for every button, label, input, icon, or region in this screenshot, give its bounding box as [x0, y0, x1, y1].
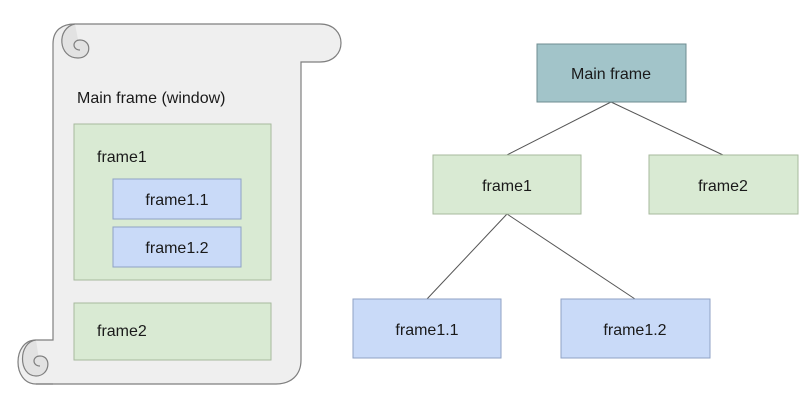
tree-node-frame1-2-label: frame1.2: [603, 322, 666, 339]
window-frame1-1-box: [112, 178, 242, 220]
window-frame1-1-label: frame1.1: [145, 192, 208, 209]
tree-edge-frame1-frame1-2: [506, 213, 636, 300]
tree-node-frame1-2: [560, 298, 711, 359]
frame-tree: Main frame frame1 frame2 frame1.1 frame1…: [352, 43, 799, 359]
tree-node-main-frame: [536, 43, 687, 103]
window-illustration: Main frame (window) frame1 frame1.1 fram…: [17, 23, 342, 385]
scroll-bottom-curl: [22, 339, 49, 377]
tree-node-frame2: [648, 154, 799, 215]
window-frame1-2-box: [112, 226, 242, 268]
window-title: Main frame (window): [77, 90, 225, 107]
window-frame1-label: frame1: [97, 149, 147, 166]
tree-edge-frame1-frame1-1: [426, 213, 508, 300]
tree-node-frame2-label: frame2: [698, 178, 748, 195]
window-frame2-box: [73, 302, 272, 361]
window-frame1-2-label: frame1.2: [145, 240, 208, 257]
tree-edge-root-frame1: [506, 101, 612, 156]
tree-node-main-frame-label: Main frame: [571, 66, 651, 83]
scroll-top-curl: [61, 23, 90, 59]
window-frame2-label: frame2: [97, 323, 147, 340]
tree-node-frame1-label: frame1: [482, 178, 532, 195]
tree-node-frame1-1-label: frame1.1: [395, 322, 458, 339]
tree-edge-root-frame2: [610, 101, 724, 156]
tree-node-frame1-1: [352, 298, 502, 359]
tree-node-frame1: [432, 154, 582, 215]
